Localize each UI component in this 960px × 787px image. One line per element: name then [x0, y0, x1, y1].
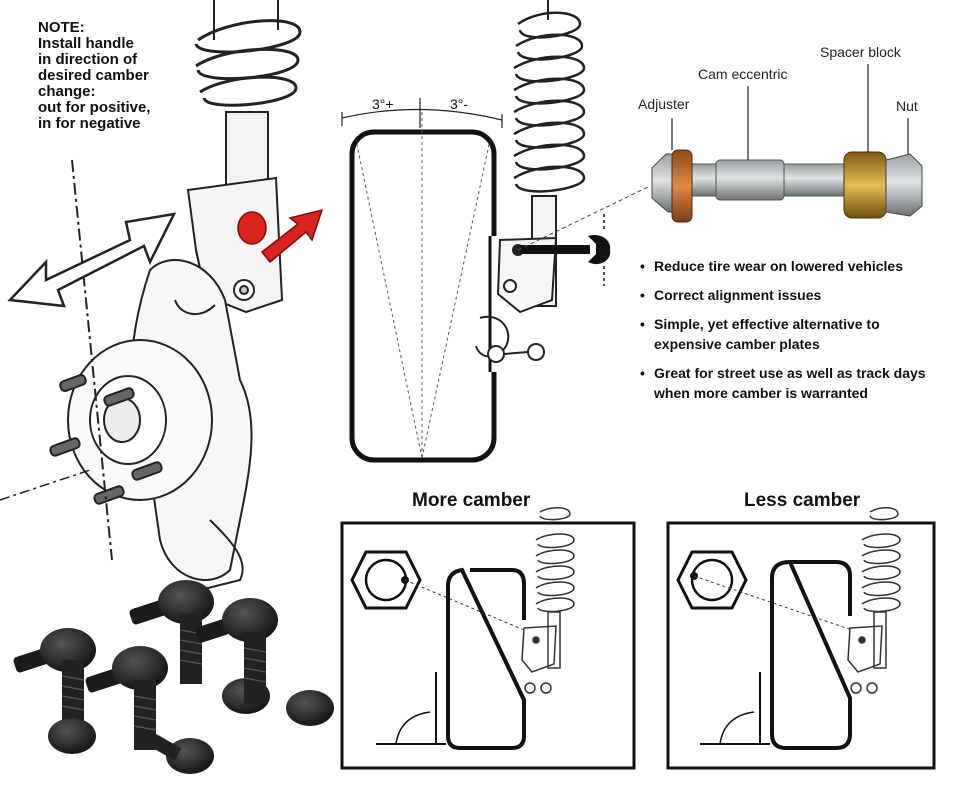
angle-label-positive: 3°+ — [372, 96, 394, 112]
more-camber-title: More camber — [412, 490, 531, 511]
less-camber-title: Less camber — [744, 490, 861, 511]
camber-axis-line — [71, 159, 113, 561]
less-camber-panel — [666, 507, 936, 770]
feature-list: Reduce tire wear on lowered vehicles Cor… — [640, 256, 950, 412]
note-line: in direction of — [38, 51, 138, 68]
hub-axis-line — [0, 469, 91, 501]
direction-arrows — [7, 212, 177, 308]
camber-bolts-photo — [13, 580, 334, 774]
list-item: Simple, yet effective alternative to exp… — [640, 314, 950, 354]
label-spacer-block: Spacer block — [820, 44, 901, 60]
note-line: Install handle — [38, 35, 134, 52]
angle-label-negative: 3°- — [450, 96, 469, 112]
install-note: NOTE: Install handle in direction of des… — [38, 20, 151, 132]
note-line: NOTE: — [38, 19, 85, 36]
note-line: change: — [38, 83, 96, 100]
note-line: in for negative — [38, 115, 141, 132]
list-item: Great for street use as well as track da… — [640, 363, 950, 403]
knuckle-illustration — [49, 0, 302, 591]
label-adjuster: Adjuster — [638, 96, 690, 112]
camber-tire-diagram — [341, 98, 503, 463]
wrench-icon — [520, 214, 611, 286]
list-item: Correct alignment issues — [640, 285, 950, 305]
label-cam-eccentric: Cam eccentric — [698, 66, 788, 82]
red-adjust-handle-icon — [237, 208, 324, 264]
note-line: out for positive, — [38, 99, 151, 116]
label-nut: Nut — [896, 98, 918, 114]
note-line: desired camber — [38, 67, 149, 84]
leader-line — [517, 185, 651, 251]
more-camber-panel — [340, 507, 636, 770]
list-item: Reduce tire wear on lowered vehicles — [640, 256, 950, 276]
eccentric-bolt-photo — [651, 64, 923, 223]
